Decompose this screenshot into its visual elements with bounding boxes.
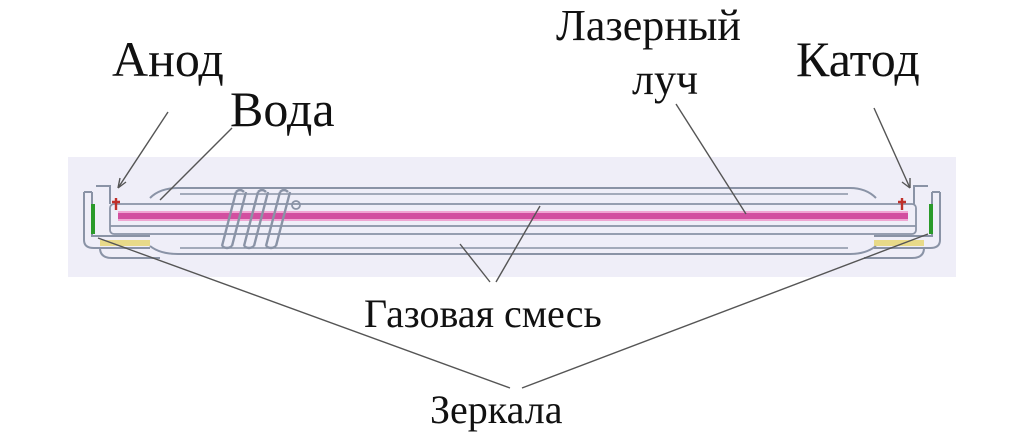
gas-mixture-label: Газовая смесь [364, 291, 602, 336]
anode-leader [117, 111, 169, 189]
gas-spiral [220, 188, 292, 250]
laser-beam-leader [675, 103, 747, 215]
right-mirror-base [874, 240, 924, 246]
gas-leader-right [495, 205, 541, 283]
gas-port [291, 200, 301, 210]
anode-arrowhead [117, 177, 127, 189]
cathode-label: Катод [796, 31, 920, 87]
anode-label: Анод [112, 31, 224, 87]
cathode-arrowhead [901, 178, 911, 189]
laser-beam [118, 213, 908, 219]
water-label: Вода [230, 81, 335, 137]
water-leader [159, 127, 233, 201]
anode-electrode [112, 198, 120, 210]
leader-lines [97, 103, 929, 389]
mirrors-leader-right [521, 233, 929, 389]
cathode-leader [873, 107, 911, 189]
cathode-electrode [898, 198, 906, 210]
left-mirror [91, 204, 95, 234]
laser-beam-label-line2: луч [632, 55, 699, 104]
left-mirror-base [100, 240, 150, 246]
gas-leader-left [459, 243, 491, 283]
right-mirror [929, 204, 933, 234]
laser-beam-label-line1: Лазерный [556, 1, 741, 50]
mirrors-label: Зеркала [430, 387, 563, 432]
water-jacket [149, 187, 877, 255]
discharge-tube [109, 203, 917, 235]
mirrors-leader-left [97, 237, 511, 389]
